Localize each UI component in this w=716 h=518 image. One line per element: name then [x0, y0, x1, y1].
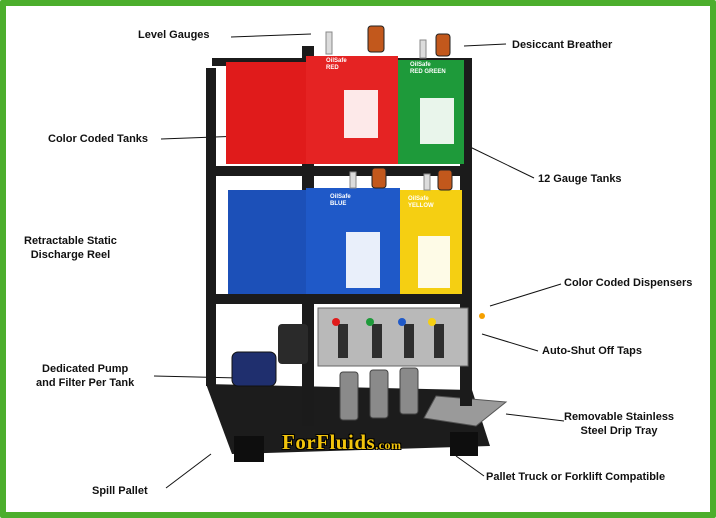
- tank-red-side: [226, 62, 308, 164]
- leader-drip-tray: [505, 413, 565, 422]
- color-coded-handles: [332, 313, 485, 326]
- filter-1: [339, 371, 359, 421]
- handle-yellow: [428, 318, 436, 326]
- callout-color-coded-tanks: Color Coded Tanks: [48, 133, 149, 145]
- handle-auto-shutoff: [479, 313, 485, 319]
- rack-shelf-lower: [206, 294, 472, 304]
- breather-3: [371, 167, 387, 189]
- leader-shutoff: [481, 333, 539, 352]
- tank-tag-yellow-color: YELLOW: [408, 203, 434, 209]
- dispenser-valve-3: [404, 324, 414, 358]
- pump-2: [278, 324, 308, 364]
- tank-blue-side: [228, 190, 308, 294]
- callout-retractable-reel: Retractable Static Discharge Reel: [24, 234, 117, 262]
- callout-pump-filter-line1: Dedicated Pump: [42, 363, 129, 375]
- tank-label-blue: [346, 232, 380, 288]
- level-gauge-2: [419, 39, 427, 59]
- desiccant-breathers: [367, 25, 453, 191]
- level-gauges: [325, 31, 431, 191]
- callout-spill-pallet: Spill Pallet: [92, 485, 148, 497]
- callout-drip-tray-line2: Steel Drip Tray: [580, 425, 658, 437]
- leader-level-gauges: [230, 33, 312, 38]
- pallet-foot-left: [234, 436, 264, 462]
- tank-tag-blue: OilSafe BLUE: [330, 194, 351, 208]
- leader-dispensers: [489, 283, 562, 307]
- breather-2: [435, 33, 451, 57]
- handle-blue: [398, 318, 406, 326]
- tank-label-green: [420, 98, 454, 144]
- pump-motor-1: [231, 351, 277, 387]
- filter-2: [369, 369, 389, 419]
- callout-desiccant-breather: Desiccant Breather: [512, 39, 613, 51]
- logo-suffix: .com: [375, 438, 402, 452]
- tank-tag-green-color: RED GREEN: [410, 69, 446, 75]
- tank-tag-yellow-brand: OilSafe: [408, 196, 429, 202]
- tank-tag-red-brand: OilSafe: [326, 58, 347, 64]
- rack-post-back-left: [206, 68, 216, 386]
- tank-tag-green: OilSafe RED GREEN: [410, 62, 446, 76]
- handle-red: [332, 318, 340, 326]
- tank-tag-yellow: OilSafe YELLOW: [408, 196, 434, 210]
- callout-drip-tray-line1: Removable Stainless: [564, 411, 675, 423]
- dispenser-valve-4: [434, 324, 444, 358]
- callout-retractable-reel-line1: Retractable Static: [24, 235, 117, 247]
- tank-tag-red: OilSafe RED: [326, 58, 347, 72]
- drip-tray: [423, 395, 508, 427]
- breather-1: [367, 25, 385, 53]
- tank-tag-blue-brand: OilSafe: [330, 194, 351, 200]
- leader-pallet-truck: [455, 455, 485, 477]
- leader-spill-pallet: [165, 453, 212, 489]
- breather-4: [437, 169, 453, 191]
- tank-label-yellow: [418, 236, 450, 288]
- tank-label-red: [344, 90, 378, 138]
- callout-pallet-truck: Pallet Truck or Forklift Compatible: [486, 471, 666, 483]
- callout-drip-tray: Removable Stainless Steel Drip Tray: [564, 410, 674, 438]
- callout-color-coded-dispensers: Color Coded Dispensers: [564, 277, 693, 289]
- dispenser-valve-1: [338, 324, 348, 358]
- forfluids-logo: ForFluids.com: [282, 430, 402, 455]
- leader-desiccant: [463, 43, 507, 47]
- callout-12-gauge-tanks: 12 Gauge Tanks: [538, 173, 622, 185]
- filters: [339, 367, 419, 421]
- level-gauge-1: [325, 31, 333, 55]
- callout-level-gauges: Level Gauges: [138, 29, 210, 41]
- dispenser-valves: [338, 324, 444, 358]
- pumps: [231, 324, 308, 387]
- callout-pump-filter-line2: and Filter Per Tank: [36, 377, 135, 389]
- tank-tag-green-brand: OilSafe: [410, 62, 431, 68]
- system-illustration: [153, 25, 565, 489]
- callout-retractable-reel-line2: Discharge Reel: [30, 249, 111, 261]
- tank-tag-blue-color: BLUE: [330, 201, 347, 207]
- filter-3: [399, 367, 419, 415]
- callout-pump-filter: Dedicated Pump and Filter Per Tank: [36, 362, 134, 390]
- callout-auto-shutoff-taps: Auto-Shut Off Taps: [542, 345, 642, 357]
- tank-tag-red-color: RED: [326, 65, 339, 71]
- level-gauge-3: [349, 171, 357, 189]
- leader-pump: [153, 375, 240, 379]
- pallet-foot-right: [450, 432, 478, 456]
- level-gauge-4: [423, 173, 431, 191]
- dispenser-valve-2: [372, 324, 382, 358]
- rack-shelf-upper: [206, 166, 472, 176]
- logo-name: ForFluids: [282, 430, 376, 454]
- leader-12-gauge: [467, 145, 535, 179]
- handle-green: [366, 318, 374, 326]
